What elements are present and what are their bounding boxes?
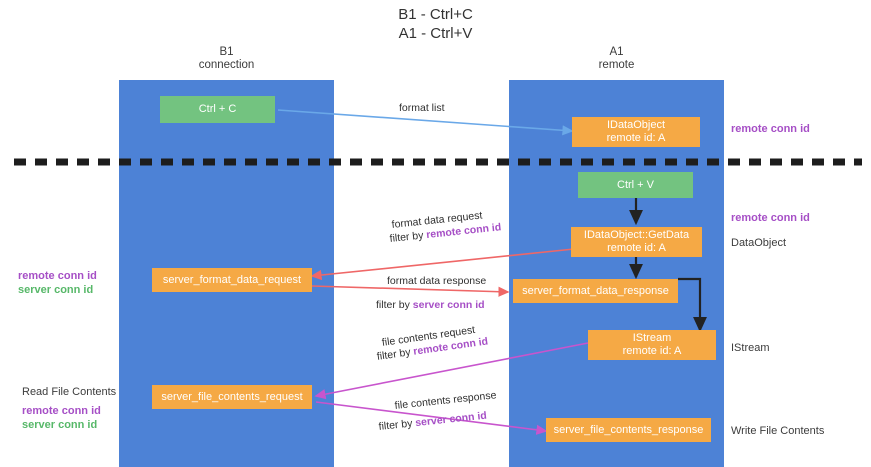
annotation-remote-conn-id-mid: remote conn id	[731, 212, 810, 224]
edge-label-format-data-response: format data response	[387, 275, 487, 287]
annotation-write-file-contents: Write File Contents	[731, 425, 825, 437]
annotation-remote-conn-id-top: remote conn id	[731, 123, 810, 135]
edge-format-list	[277, 109, 574, 136]
edge-file-contents-request	[314, 342, 589, 400]
node-ctrl-v[interactable]: Ctrl + V	[578, 172, 693, 198]
edge-label-format-list: format list	[399, 102, 445, 114]
node-server-file-contents-response[interactable]: server_file_contents_response	[546, 418, 711, 442]
node-server-file-contents-request[interactable]: server_file_contents_request	[152, 385, 312, 409]
node-idataobject[interactable]: IDataObject remote id: A	[572, 117, 700, 147]
edge-label-format-data-response-filter: filter by server conn id	[376, 298, 485, 313]
node-server-format-data-request[interactable]: server_format_data_request	[152, 268, 312, 292]
annotation-istream: IStream	[731, 342, 770, 354]
annotation-read-file-contents: Read File Contents	[22, 386, 117, 398]
annotation-dataobject: DataObject	[731, 237, 787, 249]
annotation-left-remote-conn-id: remote conn id	[18, 270, 97, 282]
filter-prefix: filter by	[378, 417, 416, 433]
node-server-format-data-response[interactable]: server_format_data_response	[513, 279, 678, 303]
annotation-left-server-conn-id: server conn id	[18, 284, 94, 296]
edge-file-contents-response	[315, 401, 548, 435]
annotation-left-remote-conn-id-2: remote conn id	[22, 405, 101, 417]
swimlane-header-b1: B1 connection	[198, 46, 255, 71]
edge-format-data-request	[310, 248, 575, 281]
edge-format-data-response	[311, 285, 510, 297]
node-idataobject-getdata[interactable]: IDataObject::GetData remote id: A	[571, 227, 702, 257]
node-ctrl-c[interactable]: Ctrl + C	[160, 96, 275, 123]
page-title: B1 - Ctrl+C A1 - Ctrl+V	[398, 6, 473, 42]
swimlane-header-a1: A1 remote	[598, 46, 635, 71]
filter-prefix: filter by	[376, 345, 415, 363]
filter-prefix: filter by	[376, 299, 413, 311]
filter-prefix: filter by	[389, 229, 427, 245]
annotation-left-server-conn-id-2: server conn id	[22, 419, 98, 431]
filter-key-server-conn-id: server conn id	[412, 299, 485, 311]
node-istream[interactable]: IStream remote id: A	[588, 330, 716, 360]
edge-response-to-istream	[678, 277, 708, 333]
